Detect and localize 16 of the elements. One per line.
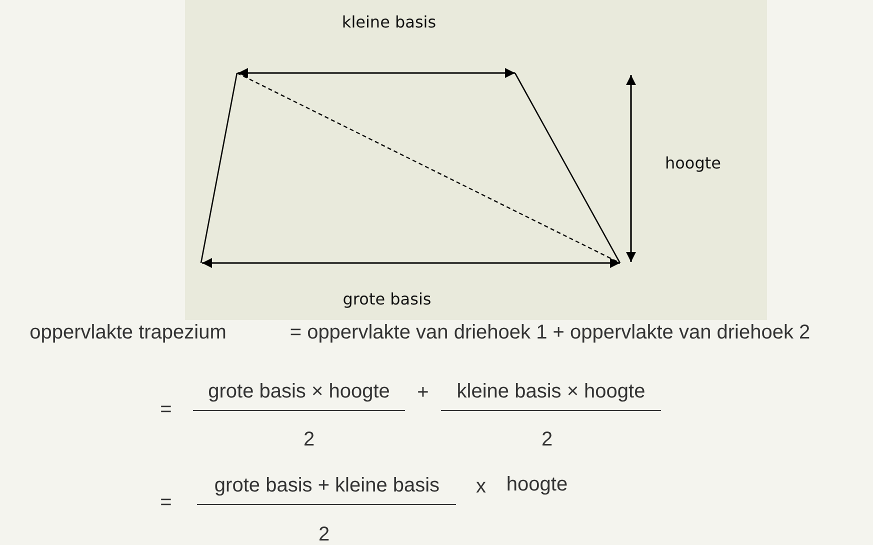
fraction-denominator: 2 — [541, 428, 553, 452]
fraction-denominator: 2 — [318, 524, 330, 545]
formula-text: = oppervlakte van driehoek 1 + oppervlakte van driehoek 2 — [290, 322, 810, 344]
dimension-label: hoogte — [665, 154, 721, 172]
fraction-numerator: kleine basis × hoogte — [456, 380, 646, 404]
equals-sign: = — [160, 398, 172, 422]
multiplication-sign: x — [476, 476, 486, 498]
formula-text: oppervlakte trapezium — [30, 322, 226, 344]
dimension-label: grote basis — [342, 290, 432, 308]
plus-sign: + — [417, 382, 429, 404]
fraction-numerator: grote basis + kleine basis — [214, 474, 440, 498]
dimension-label: kleine basis — [342, 12, 436, 32]
fraction-numerator: grote basis × hoogte — [208, 380, 390, 404]
fraction-denominator: 2 — [303, 428, 315, 452]
formula-text: hoogte — [506, 474, 568, 496]
equals-sign: = — [160, 492, 172, 514]
